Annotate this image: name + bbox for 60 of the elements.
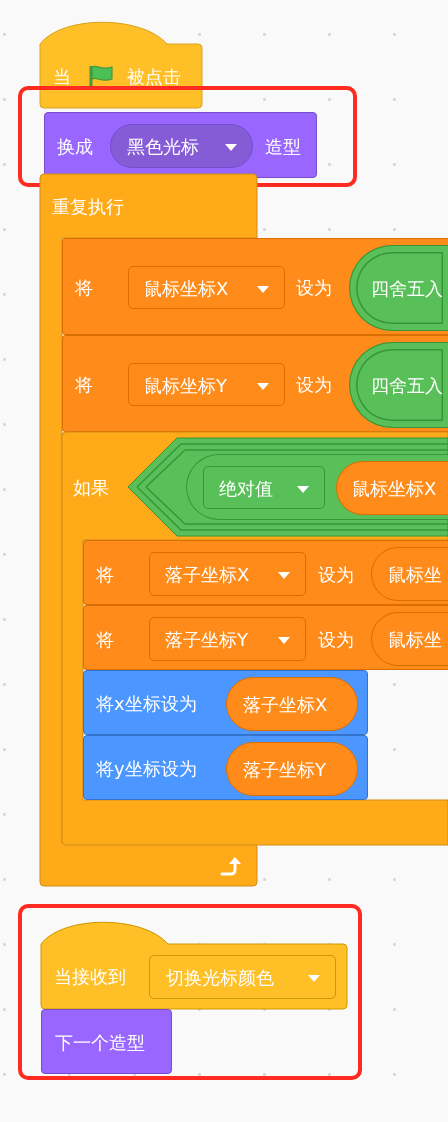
hat-block bbox=[41, 922, 347, 1009]
block-text: 造型 bbox=[265, 136, 301, 158]
reporter-block bbox=[186, 454, 448, 520]
menu-text: 切换光标颜色 bbox=[166, 967, 274, 989]
reporter-block bbox=[349, 342, 448, 428]
if-block bbox=[62, 432, 448, 845]
menu-text: 黑色光标 bbox=[127, 136, 199, 158]
reporter-text: 鼠标坐 bbox=[388, 629, 442, 651]
highlight-frame bbox=[18, 904, 362, 1080]
menu-text: 落子坐标X bbox=[165, 564, 250, 586]
reporter-text: 鼠标坐 bbox=[388, 564, 442, 586]
block-text: 被点击 bbox=[127, 66, 181, 88]
menu-text: 鼠标坐标Y bbox=[144, 375, 227, 397]
block-text: 换成 bbox=[57, 136, 93, 158]
set-variable-block bbox=[83, 540, 448, 605]
set-variable-block bbox=[62, 335, 448, 432]
menu-text: 鼠标坐标X bbox=[144, 278, 229, 300]
block-text: 将 bbox=[75, 374, 93, 396]
block-text: 当 bbox=[53, 66, 71, 88]
block-text: 将 bbox=[96, 629, 114, 651]
dropdown-menu bbox=[149, 617, 306, 661]
looks-block bbox=[41, 1009, 172, 1074]
reporter-text: 鼠标坐标X bbox=[352, 478, 437, 500]
menu-text: 落子坐标Y bbox=[165, 629, 248, 651]
condition-block bbox=[128, 438, 448, 536]
reporter-block bbox=[336, 461, 448, 515]
reporter-text: 四舍五入 bbox=[371, 375, 443, 397]
reporter-block bbox=[349, 245, 448, 331]
reporter-text: 落子坐标Y bbox=[243, 759, 326, 781]
dropdown-menu bbox=[110, 124, 253, 168]
reporter-text: 四舍五入 bbox=[371, 278, 443, 300]
reporter-block bbox=[226, 742, 358, 796]
block-text: 将y坐标设为 bbox=[96, 758, 197, 780]
block-text: 将x坐标设为 bbox=[96, 693, 197, 715]
block-text: 设为 bbox=[318, 564, 354, 586]
motion-block bbox=[83, 670, 368, 735]
reporter-text: 落子坐标X bbox=[243, 694, 328, 716]
dropdown-menu bbox=[128, 266, 285, 309]
set-variable-block bbox=[83, 605, 448, 670]
dropdown-menu bbox=[149, 955, 336, 999]
block-text: 当接收到 bbox=[54, 966, 126, 988]
menu-text: 绝对值 bbox=[219, 478, 273, 500]
reporter-block bbox=[371, 612, 448, 666]
looks-block bbox=[44, 112, 317, 178]
set-variable-block bbox=[62, 238, 448, 335]
dropdown-menu bbox=[149, 552, 306, 596]
dropdown-menu bbox=[128, 363, 285, 406]
dropdown-menu bbox=[203, 466, 325, 509]
block-text: 将 bbox=[96, 564, 114, 586]
reporter-block bbox=[226, 677, 358, 731]
block-text: 下一个造型 bbox=[55, 1032, 145, 1054]
block-text: 设为 bbox=[318, 629, 354, 651]
block-text: 设为 bbox=[296, 374, 332, 396]
hat-block bbox=[40, 22, 202, 108]
block-text: 设为 bbox=[296, 277, 332, 299]
reporter-block bbox=[371, 547, 448, 601]
block-text: 如果 bbox=[73, 477, 109, 499]
motion-block bbox=[83, 735, 368, 800]
block-text: 将 bbox=[75, 277, 93, 299]
block-text: 重复执行 bbox=[52, 196, 124, 218]
